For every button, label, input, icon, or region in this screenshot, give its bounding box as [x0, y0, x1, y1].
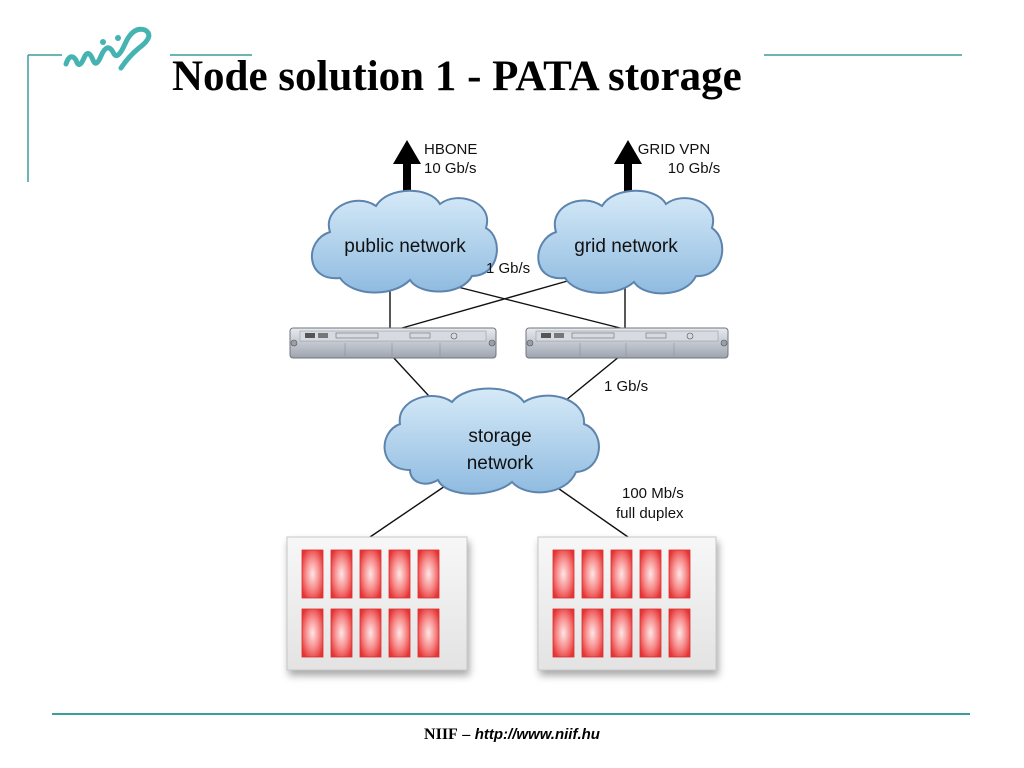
link-storage-to-array-left	[369, 483, 449, 538]
disk-slot-left-1	[301, 549, 324, 599]
cloud-grid-network	[537, 189, 724, 295]
uplink-arrows	[393, 140, 642, 194]
link-grid-to-server-left	[394, 277, 579, 331]
link-server-right-to-storage	[559, 355, 621, 406]
disk-slot-right-3	[610, 549, 633, 599]
link-storage-to-array-right	[551, 483, 629, 538]
cloud-storage-network	[383, 387, 600, 495]
disk-slot-right-2	[581, 549, 604, 599]
footer-dash: –	[462, 726, 471, 743]
disk-slot-right-10	[668, 608, 691, 658]
disk-slot-right-4	[639, 549, 662, 599]
rack-server-right	[525, 327, 729, 359]
disk-slot-left-9	[388, 608, 411, 658]
uplink-arrow-hbone	[393, 140, 421, 194]
uplink-label-hbone-name: HBONE	[424, 141, 477, 158]
disk-slot-right-6	[552, 608, 575, 658]
slide-decoration	[27, 54, 970, 715]
footer-org: NIIF	[424, 726, 458, 743]
storage-array-right-disks	[552, 549, 691, 658]
storage-array-left-disks	[301, 549, 440, 658]
link-label-cross: 1 Gb/s	[486, 260, 530, 277]
disk-slot-left-2	[330, 549, 353, 599]
cloud-label-grid: grid network	[574, 236, 678, 257]
cloud-label-public: public network	[344, 236, 466, 257]
disk-slot-right-5	[668, 549, 691, 599]
rack-server-left	[289, 327, 497, 359]
disk-slot-right-1	[552, 549, 575, 599]
cloud-label-storage-line2: network	[467, 453, 534, 474]
disk-slot-right-8	[610, 608, 633, 658]
uplink-arrow-grid-vpn	[614, 140, 642, 194]
disk-slot-right-7	[581, 608, 604, 658]
disk-slot-left-8	[359, 608, 382, 658]
disk-slot-left-5	[417, 549, 440, 599]
disk-slot-left-7	[330, 608, 353, 658]
uplink-label-grid-vpn-name: GRID VPN	[638, 141, 711, 158]
disk-slot-right-9	[639, 608, 662, 658]
disk-slot-left-3	[359, 549, 382, 599]
link-label-arrays-line2: full duplex	[616, 505, 684, 522]
uplink-label-grid-vpn-speed: 10 Gb/s	[668, 160, 721, 177]
disk-slot-left-4	[388, 549, 411, 599]
disk-slot-left-6	[301, 608, 324, 658]
disk-slot-left-10	[417, 608, 440, 658]
cloud-label-storage-line1: storage	[468, 426, 531, 447]
footer-url[interactable]: http://www.niif.hu	[474, 726, 600, 743]
slide-footer: NIIF – http://www.niif.hu	[0, 726, 1024, 744]
slide-title: Node solution 1 - PATA storage	[172, 53, 742, 100]
link-label-server-storage: 1 Gb/s	[604, 378, 648, 395]
niif-logo	[63, 26, 152, 71]
uplink-label-hbone-speed: 10 Gb/s	[424, 160, 477, 177]
link-public-to-server-right	[429, 279, 629, 331]
cloud-public-network	[310, 189, 498, 294]
link-label-arrays-line1: 100 Mb/s	[622, 485, 684, 502]
